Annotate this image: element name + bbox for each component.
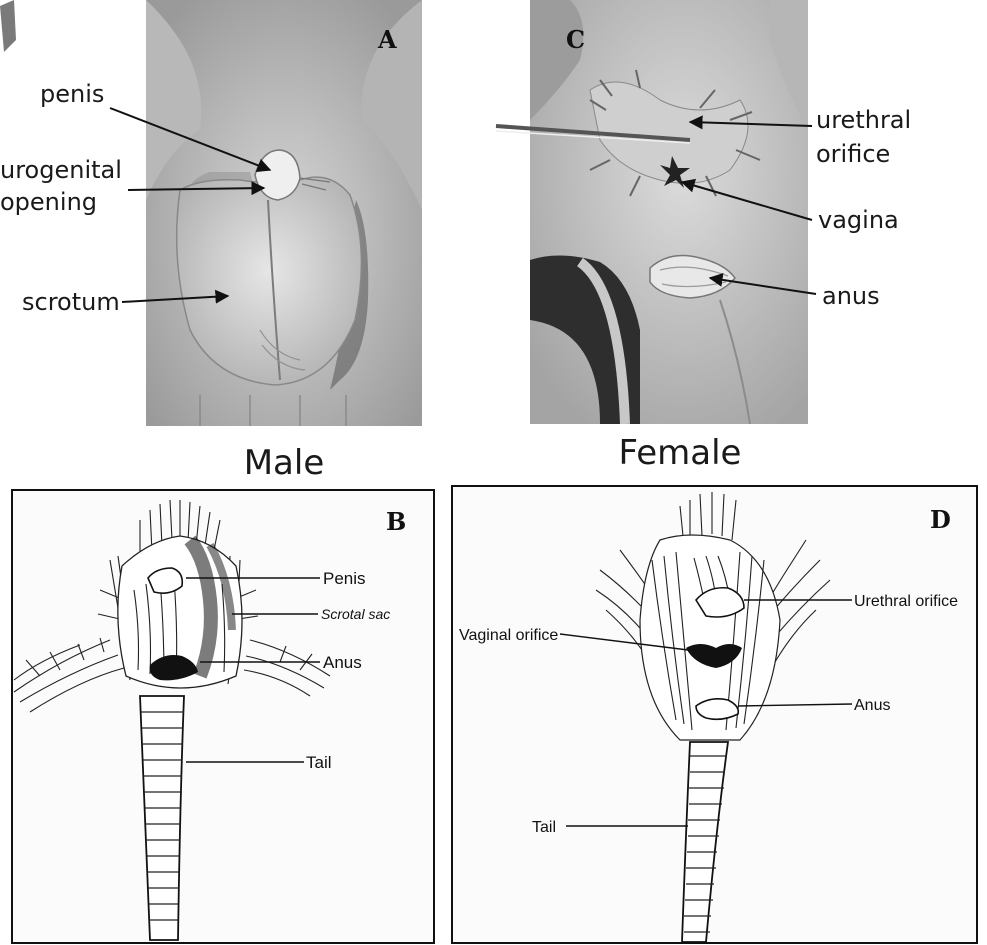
label-anus-drawing-b: Anus [323, 653, 362, 672]
label-tail-d: Tail [532, 819, 556, 836]
panel-b-letter: B [386, 507, 406, 536]
label-anus-photo: anus [822, 282, 880, 310]
panel-a-letter: A [377, 25, 397, 54]
panel-a: A penis urogenital opening scrotum Male [0, 0, 422, 483]
label-tail-b: Tail [306, 753, 332, 772]
label-scrotal-sac: Scrotal sac [321, 606, 390, 622]
caption-female: Female [619, 433, 742, 473]
panel-d-letter: D [930, 505, 951, 534]
label-urethral-line2: orifice [816, 140, 890, 168]
label-scrotum: scrotum [22, 288, 120, 316]
label-urethral-line1: urethral [816, 106, 911, 134]
panel-c-letter: C [566, 25, 585, 54]
label-vaginal-orifice: Vaginal orifice [459, 627, 558, 644]
panel-d: D Urethral orifice Vaginal [452, 486, 977, 943]
drawing-anus-d [696, 699, 738, 719]
label-urethral-drawing: Urethral orifice [854, 593, 958, 610]
label-urogenital-line2: opening [0, 188, 97, 216]
label-anus-drawing-d: Anus [854, 697, 890, 714]
panel-b: B Penis S [12, 490, 434, 943]
label-penis: penis [40, 80, 104, 108]
panel-c: C urethral orifice vagina anus Female [496, 0, 911, 473]
label-urogenital-line1: urogenital [0, 156, 122, 184]
photo-edge-artifact [0, 0, 16, 52]
label-penis-drawing: Penis [323, 569, 366, 588]
caption-male: Male [244, 443, 325, 483]
label-vagina: vagina [818, 206, 899, 234]
